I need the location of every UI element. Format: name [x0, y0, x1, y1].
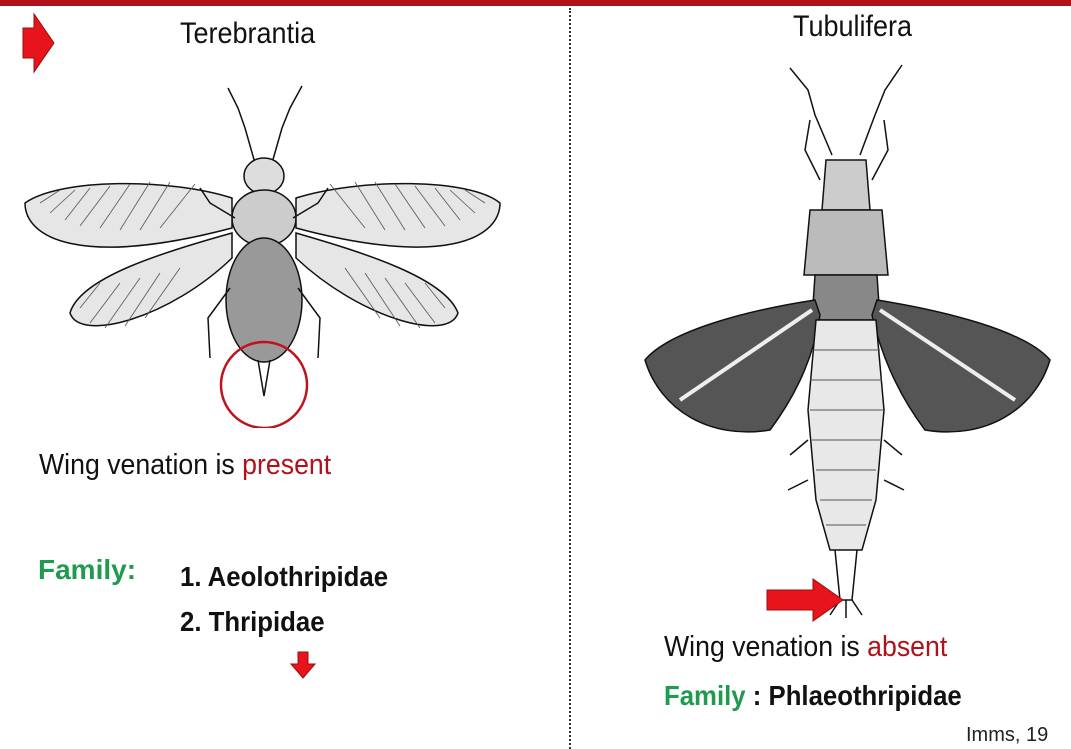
column-divider — [569, 8, 571, 749]
right-venation-prefix: Wing venation is — [664, 631, 867, 663]
left-family-label: Family: — [38, 554, 136, 586]
left-venation-state: present — [242, 449, 331, 481]
terebrantia-insect-illustration — [20, 78, 505, 428]
top-accent-bar — [0, 0, 1071, 6]
right-family-line: Family : Phlaeothripidae — [664, 680, 962, 712]
left-venation-prefix: Wing venation is — [39, 449, 242, 481]
down-arrow-icon — [290, 650, 316, 680]
tube-pointer-arrow-icon — [765, 577, 845, 623]
right-venation-state: absent — [867, 631, 947, 663]
family-item-aeolothripidae: 1. Aeolothripidae — [180, 561, 388, 593]
right-family-separator: : — [746, 680, 769, 711]
right-family-name: Phlaeothripidae — [769, 680, 962, 711]
family-item-thripidae: 2. Thripidae — [180, 606, 325, 638]
tubulifera-insect-illustration — [640, 60, 1055, 620]
right-family-label: Family — [664, 680, 746, 711]
tubulifera-title: Tubulifera — [793, 10, 912, 44]
corner-arrow-icon — [20, 10, 56, 76]
terebrantia-title: Terebrantia — [180, 17, 315, 51]
right-venation-text: Wing venation is absent — [664, 631, 947, 664]
citation-text: Imms, 19 — [966, 724, 1048, 747]
left-venation-text: Wing venation is present — [39, 449, 331, 482]
